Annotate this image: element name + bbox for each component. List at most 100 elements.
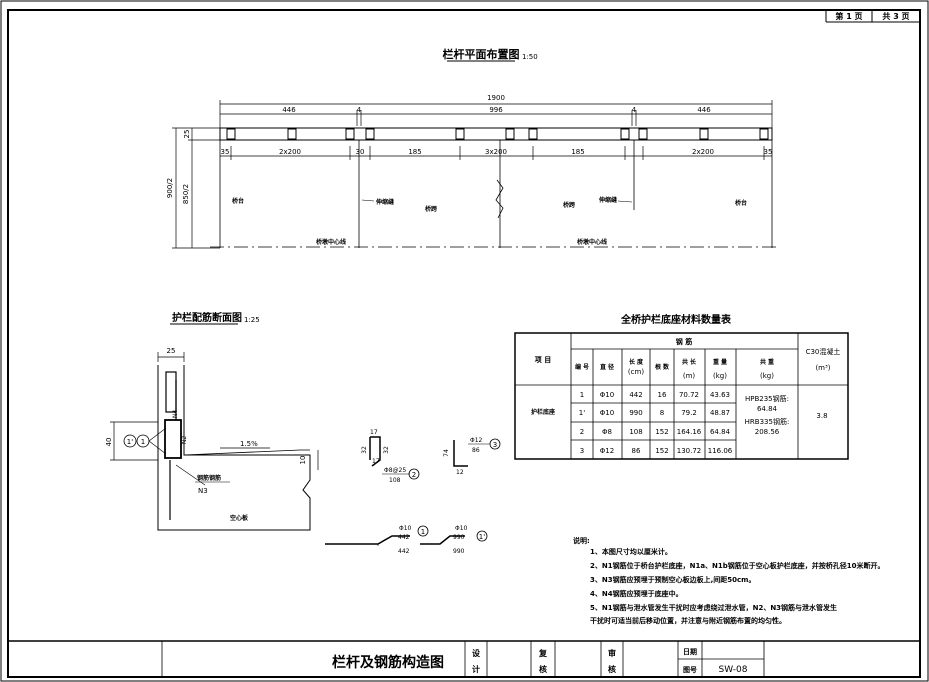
table-row: 3 Φ12 86 152 130.72 116.06	[580, 447, 733, 455]
svg-text:48.87: 48.87	[710, 409, 730, 417]
td-hpb-val: 64.84	[757, 405, 778, 413]
th-count: 根 数	[655, 363, 670, 371]
note-4: 4、N4钢筋应预埋于底座中。	[590, 589, 683, 598]
label-hollow-slab: 空心板	[230, 514, 249, 522]
label-span-left: 桥跨	[425, 205, 438, 213]
bar1p-spec: Φ10	[455, 525, 468, 532]
th-total-len-unit: (m)	[683, 372, 696, 380]
th-len: 长 度	[629, 358, 644, 366]
hook-ref-text: 2	[412, 471, 416, 479]
svg-text:1': 1'	[579, 409, 585, 417]
label-n2: N2	[181, 436, 188, 444]
plan-low-dim-1: 35	[221, 148, 230, 156]
th-total-weight-unit: (kg)	[760, 372, 774, 380]
tb-audit-2: 核	[608, 664, 616, 674]
callout-1prime	[123, 434, 137, 448]
svg-text:1: 1	[580, 391, 584, 399]
svg-text:79.2: 79.2	[681, 409, 697, 417]
plan-seg-dim-5: 446	[697, 106, 711, 114]
tb-audit-1: 审	[608, 648, 616, 658]
note-1: 1、本图尺寸均以厘米计。	[590, 547, 672, 556]
tb-design-1: 设	[472, 648, 480, 658]
td-item-name: 护栏底座	[531, 408, 555, 416]
svg-text:3: 3	[580, 447, 584, 455]
notes-heading: 说明:	[573, 536, 590, 545]
hook-spec: Φ8@25	[384, 467, 406, 474]
materials-table: 全桥护栏底座材料数量表 项 目 钢 筋 C30混凝土 (m³) 编 号 直 径 …	[514, 313, 849, 460]
th-weight: 重 量	[713, 358, 727, 366]
tb-review-1: 复	[538, 648, 548, 658]
section-title: 护栏配筋断面图	[172, 311, 242, 324]
drawing-title: 栏杆及钢筋构造图	[332, 654, 444, 671]
plan-low-dim-5: 3x200	[485, 148, 507, 156]
notes: 说明: 1、本图尺寸均以厘米计。 2、N1钢筋位于桥台护栏底座，N1a、N1b钢…	[573, 536, 885, 625]
plan-left-dim-900: 900/2	[166, 178, 174, 198]
svg-text:Φ8: Φ8	[602, 428, 612, 436]
note-2: 2、N1钢筋位于桥台护栏底座，N1a、N1b钢筋位于空心板护栏底座，并按桥孔径1…	[590, 561, 885, 570]
svg-text:Φ12: Φ12	[600, 447, 614, 455]
plan-low-dim-7: 2x200	[692, 148, 714, 156]
svg-text:108: 108	[629, 428, 642, 436]
svg-text:43.63: 43.63	[710, 391, 730, 399]
note-5: 5、N1钢筋与泄水管发生干扰时应考虑绕过泄水管，N2、N3钢筋与泄水管发生	[590, 603, 837, 612]
label-n3: N3	[198, 487, 208, 495]
label-span-right: 桥跨	[563, 201, 576, 209]
label-mesh: 钢筋钢筋	[197, 474, 221, 482]
plan-title: 栏杆平面布置图	[443, 47, 520, 61]
hook-length: 108	[389, 477, 401, 484]
svg-text:2: 2	[580, 428, 584, 436]
svg-text:152: 152	[655, 428, 668, 436]
bar1-len: 442	[398, 534, 410, 541]
tb-sheet-no: SW-08	[719, 665, 748, 675]
bar1p-total: 990	[453, 548, 465, 555]
plan-total-dim: 1900	[487, 94, 505, 102]
svg-text:Φ10: Φ10	[600, 391, 614, 399]
plan-left-dim-850: 850/2	[182, 184, 190, 204]
plan-seg-dim-2: 4	[357, 106, 362, 114]
bar1p-ref	[476, 530, 488, 542]
plan-left-dim-25: 25	[183, 130, 191, 139]
svg-text:152: 152	[655, 447, 668, 455]
svg-text:Φ10: Φ10	[600, 409, 614, 417]
plan-seg-dim-1: 446	[282, 106, 296, 114]
th-total-len: 共 长	[682, 358, 697, 366]
th-item: 项 目	[535, 355, 551, 364]
table-title: 全桥护栏底座材料数量表	[620, 313, 732, 326]
note-6: 干扰时可适当前后移动位置，并注意与附近钢筋布置的均匀性。	[590, 616, 786, 625]
bar1-ref-text: 1	[421, 528, 425, 536]
th-no: 编 号	[575, 363, 589, 371]
svg-text:8: 8	[660, 409, 664, 417]
svg-text:116.06: 116.06	[708, 447, 733, 455]
bar3-ref-text: 3	[493, 441, 497, 449]
plan-low-dim-8: 35	[764, 148, 773, 156]
page-counter: 第 1 页 共 3 页	[825, 10, 920, 23]
th-dia: 直 径	[600, 363, 614, 371]
plan-low-dim-4: 185	[408, 148, 421, 156]
th-len-unit: (cm)	[628, 368, 644, 376]
bar1-ref	[417, 525, 429, 537]
svg-text:130.72: 130.72	[677, 447, 702, 455]
td-hpb-label: HPB235钢筋:	[745, 394, 789, 403]
th-steel: 钢 筋	[676, 337, 692, 346]
table-row: 2 Φ8 108 152 164.16 64.84	[580, 428, 731, 436]
tb-date-label: 日期	[683, 647, 697, 656]
table-row: 1' Φ10 990 8 79.2 48.87	[579, 409, 730, 417]
label-abutment-left: 桥台	[232, 197, 244, 205]
bar3-len: 86	[472, 447, 480, 454]
table-row: 1 Φ10 442 16 70.72 43.63	[580, 391, 730, 399]
hook-dim-d: 17	[372, 458, 380, 465]
label-abutment-right: 桥台	[735, 199, 747, 207]
plan-low-dim-6: 185	[571, 148, 584, 156]
railing-band	[219, 127, 773, 141]
svg-text:70.72: 70.72	[679, 391, 699, 399]
svg-text:442: 442	[629, 391, 642, 399]
railing-posts	[226, 128, 769, 140]
callout-1-text: 1	[141, 438, 145, 446]
hook-dim-b: 32	[361, 446, 368, 454]
hook-ref	[408, 468, 420, 480]
bar1-spec: Φ10	[399, 525, 412, 532]
td-hrb-val: 208.56	[755, 428, 780, 436]
section-dim-left: 40	[105, 438, 113, 447]
